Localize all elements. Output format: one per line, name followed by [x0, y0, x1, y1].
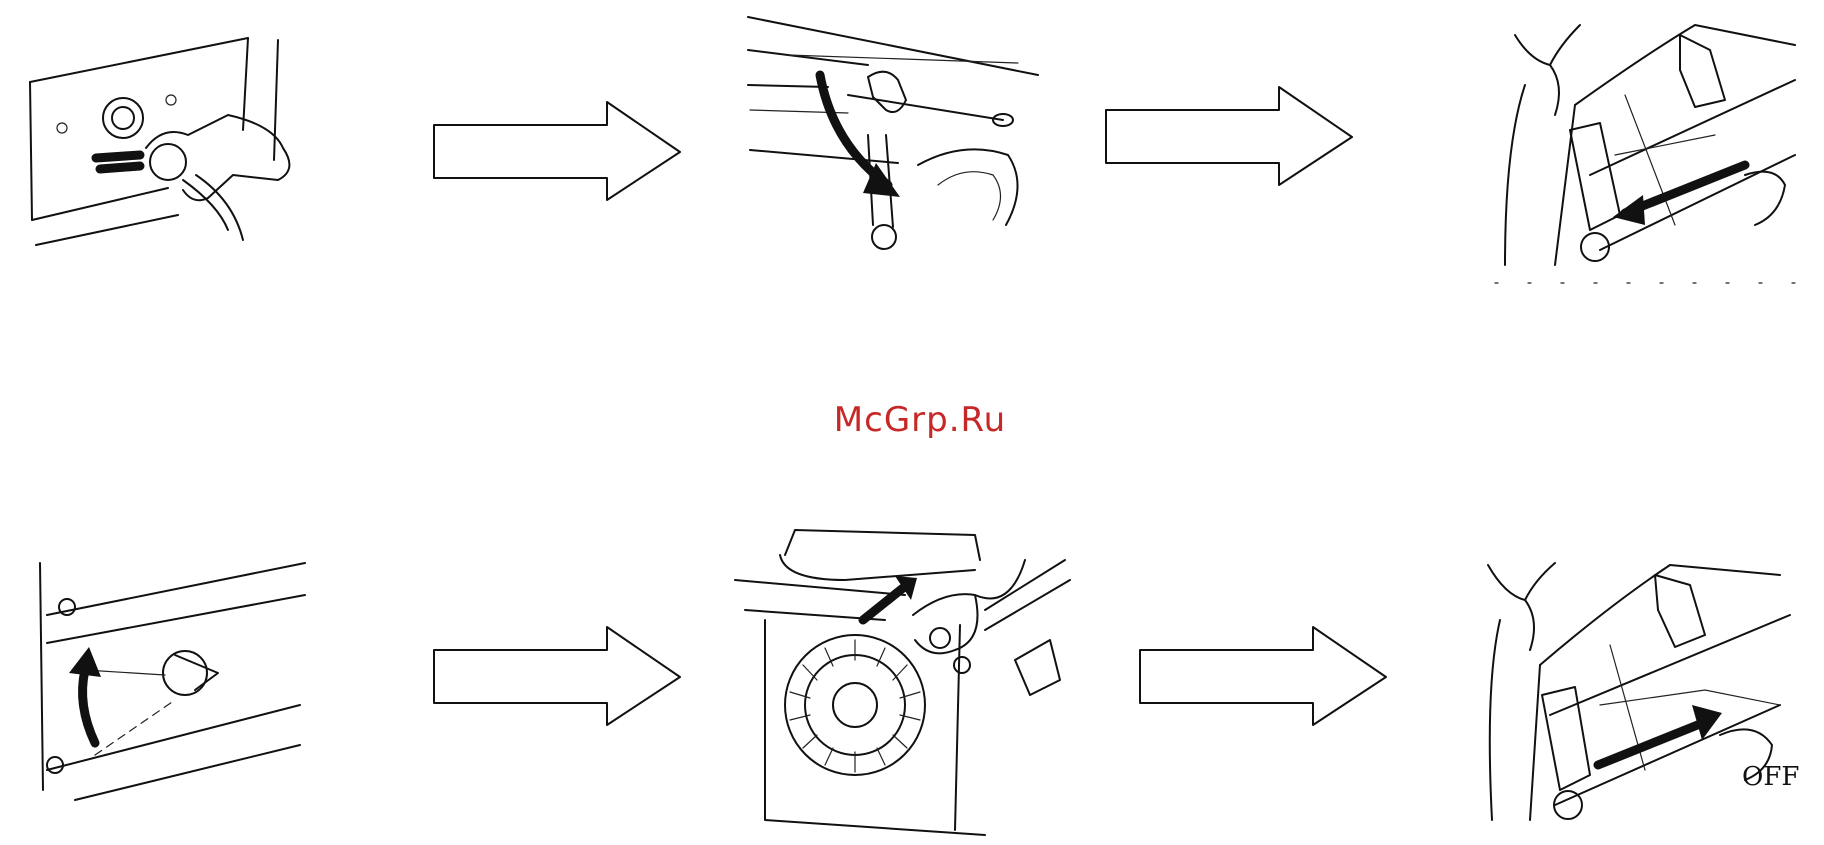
- step-recoil-pull-illustration: [735, 520, 1075, 840]
- step-choke-lever-move-illustration: [1495, 15, 1795, 285]
- right-arrow-icon: [1104, 85, 1354, 199]
- step-fuel-valve-close-illustration: [748, 15, 1048, 255]
- step-plug-disconnect-illustration: [28, 30, 328, 260]
- right-arrow-icon: [432, 100, 682, 214]
- right-arrow-icon: [1138, 625, 1388, 739]
- right-arrow-icon: [432, 625, 682, 739]
- step-switch-rotate-illustration: [35, 555, 315, 815]
- off-label: OFF: [1742, 762, 1799, 792]
- step-engine-switch-off-illustration: OFF: [1480, 555, 1800, 835]
- watermark-text: McGrp.Ru: [820, 400, 1020, 440]
